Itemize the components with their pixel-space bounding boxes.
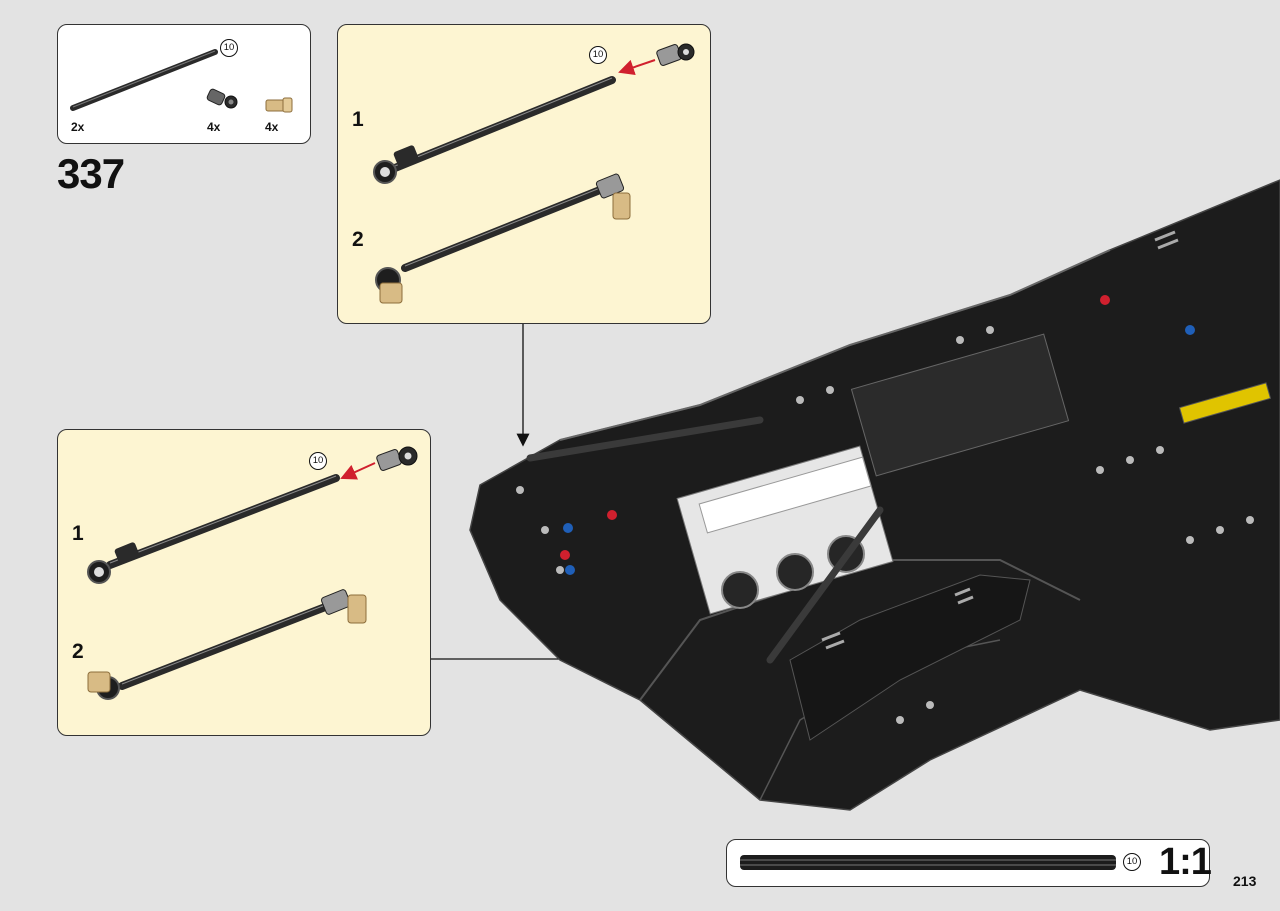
step-number: 337	[57, 150, 125, 197]
axle-length-badge: 10	[220, 39, 238, 57]
axle-with-pins-top	[375, 173, 631, 304]
scale-axle	[740, 855, 1116, 870]
connector-quantity: 4x	[207, 120, 221, 134]
connector-being-added-left	[340, 446, 418, 480]
substep-1-label: 1	[72, 522, 84, 545]
scale-length-badge: 10	[1123, 853, 1141, 871]
axle-with-connector-left	[87, 474, 340, 584]
page-number: 213	[1233, 873, 1257, 889]
axle-quantity: 2x	[71, 120, 85, 134]
tan-pin-part-icon	[265, 97, 293, 113]
parts-list-panel	[57, 24, 311, 144]
axle-with-connector-top	[373, 76, 616, 184]
chassis-model	[469, 179, 1280, 811]
axle-length-badge: 10	[589, 46, 607, 64]
substep-2-label: 2	[72, 640, 84, 663]
axle-with-pins-left	[87, 589, 367, 700]
black-connector-part-icon	[206, 88, 238, 109]
substep-2-label: 2	[352, 228, 364, 251]
substep-1-label: 1	[352, 108, 364, 131]
axle-length-badge: 10	[309, 452, 327, 470]
connector-being-added-top	[618, 43, 695, 76]
axle-part-icon	[70, 49, 218, 111]
pin-quantity: 4x	[265, 120, 279, 134]
scale-ratio: 1:1	[1159, 841, 1212, 883]
